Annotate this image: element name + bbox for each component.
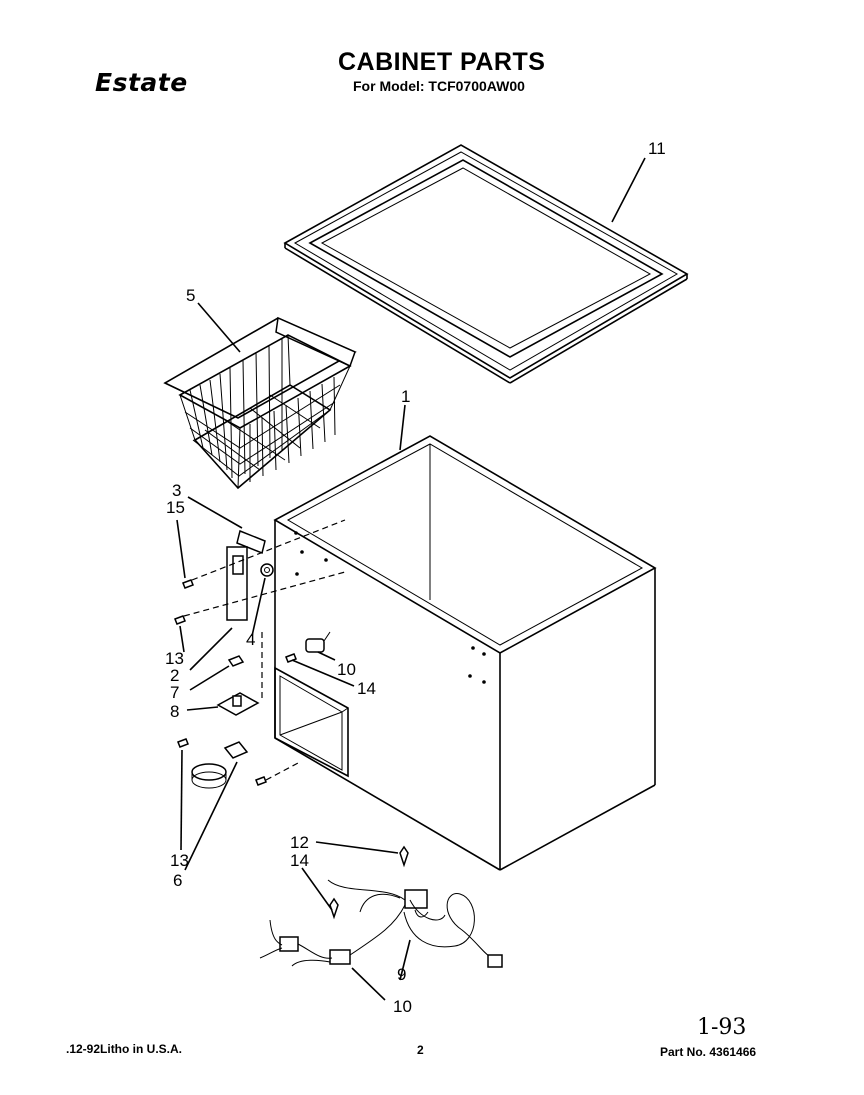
callout-13-lower: 13 (170, 851, 189, 870)
wiring-harness (259, 845, 503, 968)
callout-14-lower: 14 (290, 851, 309, 870)
cabinet-body (273, 435, 657, 871)
callout-4: 4 (246, 630, 256, 649)
callout-2: 2 (170, 666, 180, 685)
brand-logo: Estate (95, 68, 188, 97)
callout-7: 7 (170, 683, 180, 702)
lid-switch (285, 631, 331, 663)
callout-13-upper: 13 (165, 649, 184, 668)
thermostat-bracket-parts (177, 655, 301, 789)
page-title: CABINET PARTS (338, 48, 546, 76)
wire-basket (163, 316, 357, 490)
model-subtitle: For Model: TCF0700AW00 (353, 78, 525, 94)
lid-frame (283, 144, 689, 384)
callout-5: 5 (186, 286, 196, 305)
callout-14-upper: 14 (357, 679, 376, 698)
callout-10-lower: 10 (393, 997, 412, 1016)
leader-lines (176, 157, 646, 1001)
callout-8: 8 (170, 702, 180, 721)
callout-10-upper: 10 (337, 660, 356, 679)
callout-1: 1 (401, 387, 411, 406)
page-number: 2 (417, 1043, 424, 1057)
hinge-assembly (174, 519, 346, 700)
callout-3: 3 (172, 481, 182, 500)
handwritten-date: 1-93 (697, 1015, 747, 1040)
callout-9: 9 (397, 965, 407, 984)
litho-note: .12-92Litho in U.S.A. (66, 1042, 183, 1056)
callout-6: 6 (173, 871, 183, 890)
callout-12: 12 (290, 833, 309, 852)
callout-11: 11 (648, 139, 666, 158)
callout-15: 15 (166, 498, 185, 517)
part-number: Part No. 4361466 (660, 1045, 757, 1059)
